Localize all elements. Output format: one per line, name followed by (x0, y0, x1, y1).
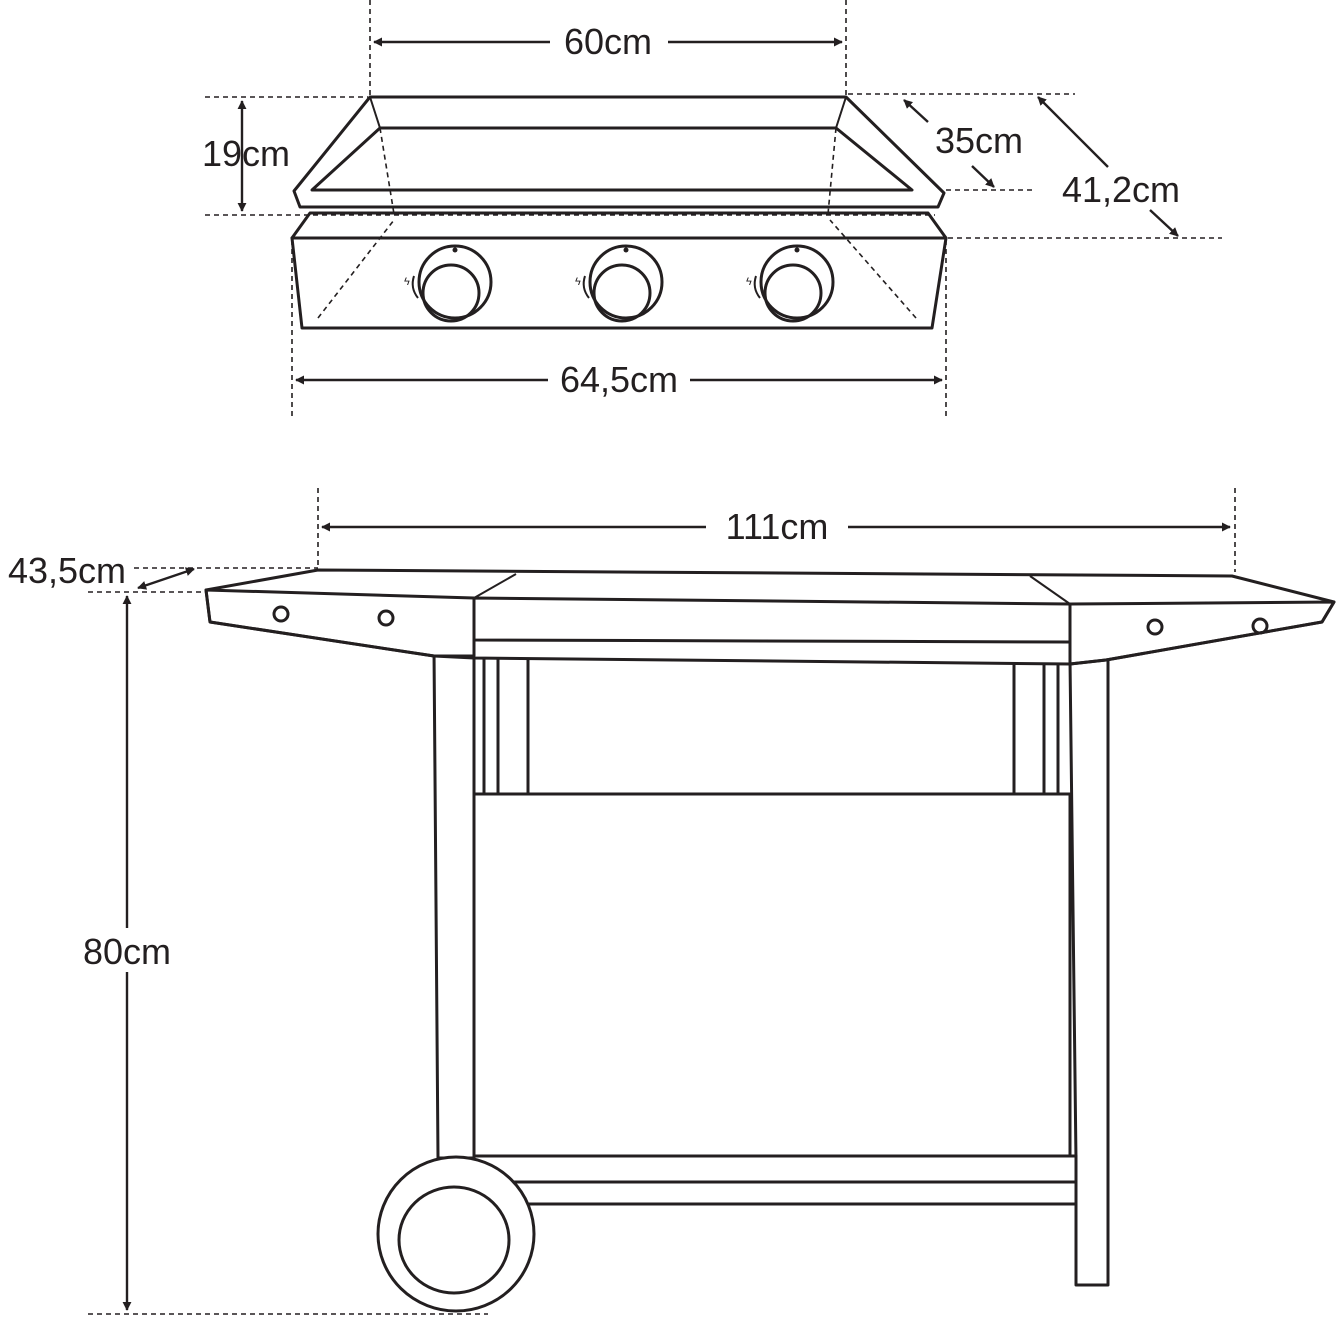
label-plancha-depth: 35cm (935, 120, 1023, 161)
cart-frame (432, 638, 1110, 1287)
svg-text:ϟ: ϟ (404, 276, 410, 288)
plancha-drawing: ϟ ϟ ϟ (202, 0, 1222, 420)
label-plancha-height: 19cm (202, 133, 290, 174)
dimension-cart-width: 111cm (321, 506, 1231, 547)
dimension-cart-height: 80cm (83, 595, 171, 1311)
svg-text:ϟ: ϟ (746, 276, 752, 288)
cart-top (204, 568, 1336, 666)
label-plancha-width: 60cm (564, 21, 652, 62)
dimension-cart-depth: 43,5cm (8, 550, 195, 591)
control-knob-2: ϟ (575, 244, 664, 323)
dimension-base-width: 64,5cm (295, 359, 943, 400)
dimension-plancha-width: 60cm (373, 21, 843, 62)
label-cart-depth: 43,5cm (8, 550, 126, 591)
dimension-plancha-depth: 35cm (903, 99, 1023, 188)
dimension-plancha-height: 19cm (202, 100, 290, 212)
shelf-hole (1146, 618, 1164, 636)
cart-drawing: 111cm 43,5cm 80cm (8, 488, 1336, 1315)
label-cart-height: 80cm (83, 931, 171, 972)
cart-wheel (376, 1155, 536, 1313)
label-cart-width: 111cm (726, 506, 829, 547)
burner-base (290, 211, 948, 330)
dimension-base-depth: 41,2cm (1037, 96, 1180, 237)
shelf-hole (377, 609, 395, 627)
control-knob-3: ϟ (746, 244, 835, 323)
label-base-depth: 41,2cm (1062, 169, 1180, 210)
svg-text:ϟ: ϟ (575, 276, 581, 288)
label-base-width: 64,5cm (560, 359, 678, 400)
shelf-hole (272, 605, 290, 623)
cooking-plate (292, 95, 946, 215)
control-knob-1: ϟ (404, 244, 493, 323)
plancha-extension-lines (205, 0, 1222, 420)
shelf-hole (1251, 617, 1269, 635)
